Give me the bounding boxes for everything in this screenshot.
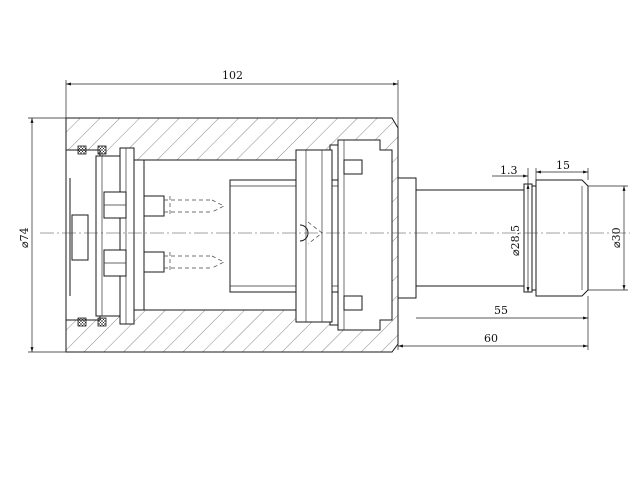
shaft-diameter-label: ⌀30 <box>610 227 623 248</box>
dimension-groove-width: 1.3 <box>492 164 537 184</box>
dimension-shaft-length-60: 60 <box>398 332 588 348</box>
groove-diameter-label: ⌀28.5 <box>509 225 522 256</box>
bolts <box>143 195 225 273</box>
groove-width-label: 1.3 <box>500 164 518 177</box>
dimension-groove-diameter: ⌀28.5 <box>509 184 530 292</box>
dimension-shaft-end: 15 <box>536 159 589 180</box>
shaft-length-60-label: 60 <box>484 332 498 345</box>
shaft-length-55-label: 55 <box>494 304 508 317</box>
dimension-shaft-diameter: ⌀30 <box>588 185 628 291</box>
outer-diameter-label: ⌀74 <box>18 227 31 248</box>
dimension-outer-diameter: ⌀74 <box>18 117 66 353</box>
overall-length-label: 102 <box>222 69 243 82</box>
right-gland <box>337 139 393 331</box>
output-shaft <box>397 177 589 299</box>
left-flange <box>95 147 145 325</box>
shaft-end-length-label: 15 <box>556 159 570 172</box>
dimension-shaft-length-55: 55 <box>397 296 589 350</box>
dimension-overall-length: 102 <box>65 69 399 128</box>
piston-rod <box>229 149 341 323</box>
